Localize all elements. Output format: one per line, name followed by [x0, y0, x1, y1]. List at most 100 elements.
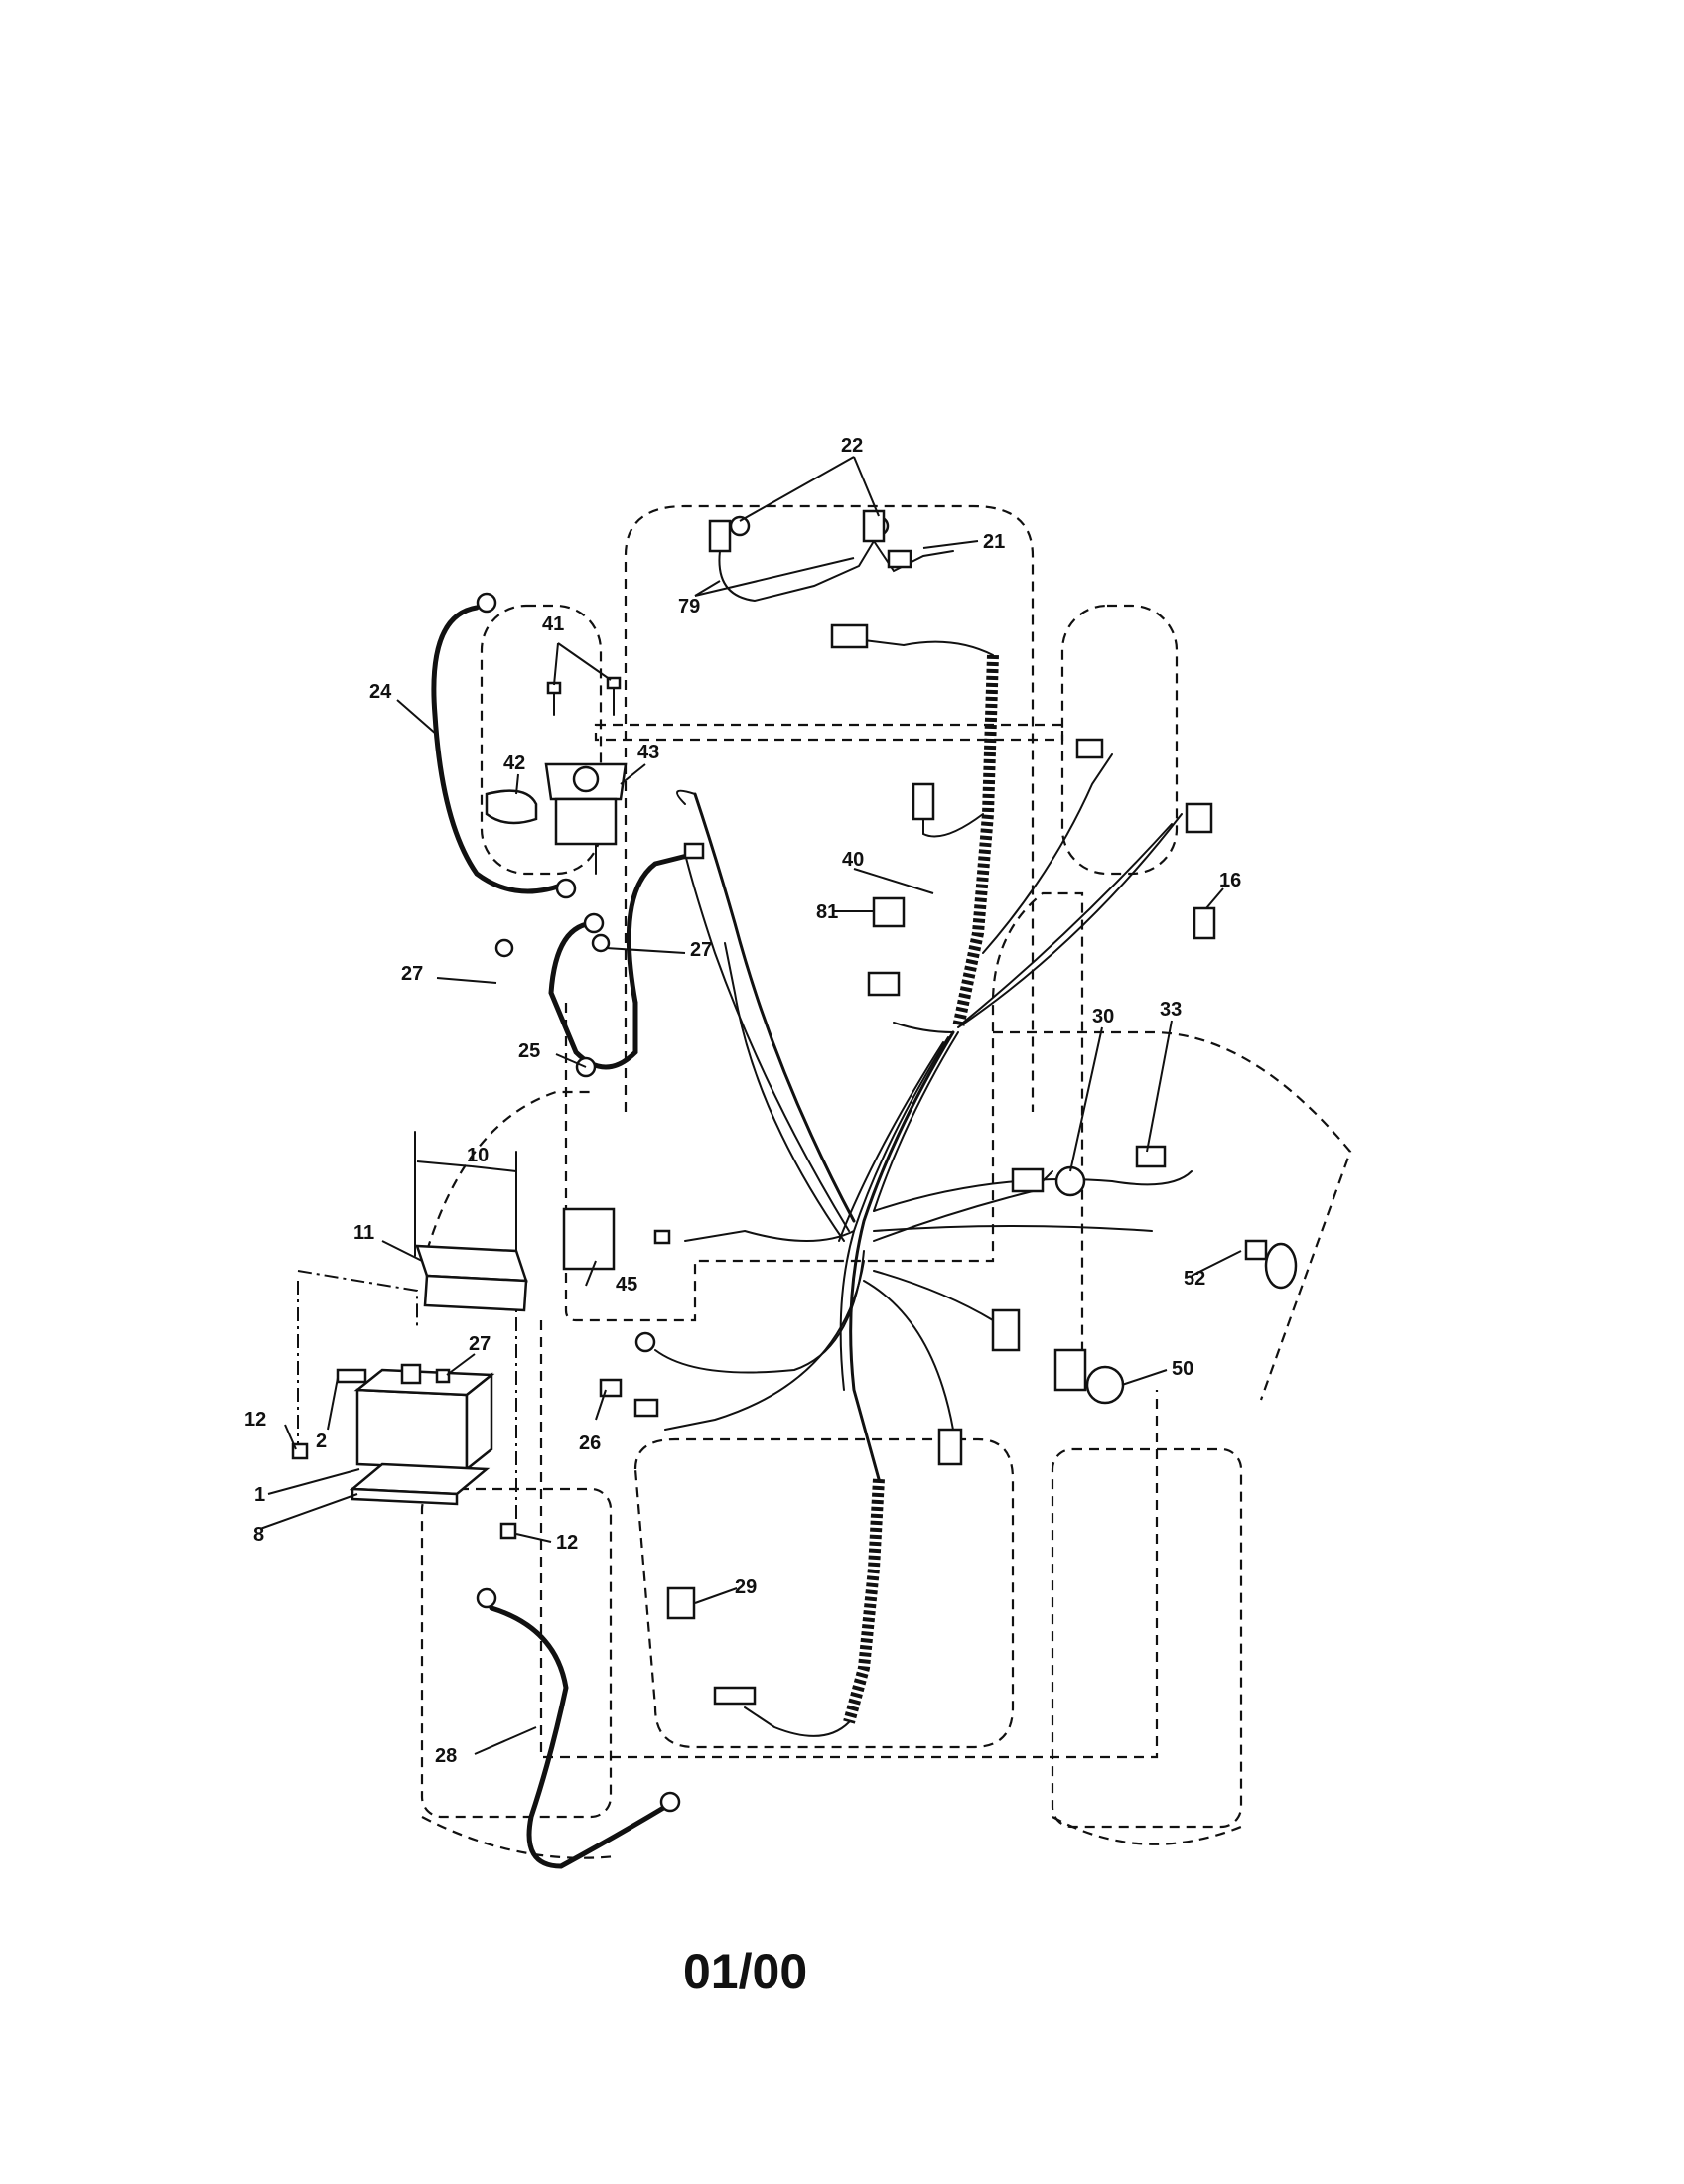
- front-left-wheel-outline: [480, 604, 603, 876]
- leader-16: [1205, 887, 1224, 909]
- connector-plug-right: [991, 1308, 1021, 1352]
- battery-side: [465, 1372, 493, 1472]
- callout-24: 24: [369, 681, 392, 703]
- cable-28: [489, 1605, 668, 1869]
- callout-28: 28: [435, 1745, 457, 1767]
- seat-switch-29: [666, 1586, 696, 1620]
- cable-28-ring-top: [476, 1587, 497, 1609]
- harness-branch-top: [863, 639, 994, 656]
- harness-branch-26: [664, 1260, 865, 1431]
- harness-terminal-45: [653, 1229, 671, 1245]
- callout-8: 8: [253, 1524, 264, 1546]
- cable-25-ring-top: [583, 912, 605, 934]
- knob-50: [1085, 1365, 1125, 1405]
- leader-22-left: [739, 456, 855, 522]
- harness-branch-left: [922, 783, 984, 838]
- leader-10-left: [416, 1160, 473, 1167]
- callout-81: 81: [816, 901, 838, 923]
- leader-10-right: [471, 1165, 517, 1172]
- headlight-socket-right: [862, 509, 886, 543]
- seat-deck-outline: [633, 1437, 1015, 1749]
- rear-right-wheel-outline: [1051, 1447, 1243, 1829]
- cable-25: [548, 920, 638, 1070]
- components: [562, 738, 1298, 1706]
- leader-41-left: [553, 642, 559, 686]
- harness-branch-connector-lower: [863, 1280, 954, 1431]
- callout-25: 25: [518, 1040, 540, 1062]
- harness-strand: [839, 1036, 949, 1391]
- callout-45: 45: [616, 1274, 637, 1296]
- callout-41: 41: [542, 614, 564, 635]
- harness-coil-lower: [843, 1478, 885, 1724]
- relay-81: [872, 896, 906, 928]
- leader-30: [1069, 1026, 1103, 1172]
- harness-strand: [873, 1031, 959, 1212]
- cable-24-ring: [476, 592, 497, 614]
- headlight-connector: [887, 549, 912, 569]
- harness-trunk: [849, 1030, 955, 1481]
- callout-11: 11: [353, 1222, 374, 1244]
- cable-28-ring-bottom: [659, 1791, 681, 1813]
- ignition-switch-30: [1054, 1165, 1086, 1197]
- callout-22: 22: [841, 435, 863, 457]
- leader-25: [555, 1053, 587, 1068]
- bulb-52: [1264, 1242, 1298, 1290]
- callout-1: 1: [254, 1484, 265, 1506]
- harness-terminal: [683, 842, 705, 860]
- cables: [431, 592, 698, 1869]
- leader-2: [327, 1377, 339, 1431]
- solenoid-bolt-head-right: [606, 676, 622, 690]
- leader-lines: [259, 456, 1242, 1755]
- callout-16: 16: [1219, 870, 1241, 891]
- harness-branch-right: [957, 813, 1183, 1028]
- leader-26: [595, 1389, 607, 1421]
- headlight-wire: [718, 540, 875, 603]
- leader-27-left: [436, 977, 497, 984]
- ignition-module-45: [562, 1207, 616, 1271]
- callout-30: 30: [1092, 1006, 1114, 1027]
- battery-assembly: [291, 933, 611, 1540]
- harness-branch-upper-left: [724, 942, 845, 1242]
- nut-27-left: [494, 938, 514, 958]
- cable-24: [431, 605, 569, 894]
- leader-24: [396, 699, 438, 736]
- harness-coil-upper: [952, 654, 999, 1029]
- headlight-harness-plug: [830, 623, 869, 649]
- connector-plug-lower: [937, 1428, 963, 1466]
- harness-branch-right: [982, 753, 1113, 954]
- hood-outline: [624, 504, 1035, 1112]
- leader-52: [1191, 1250, 1242, 1277]
- callout-12-left: 12: [244, 1409, 266, 1431]
- solenoid-body: [554, 797, 618, 846]
- date-code: 01/00: [683, 1944, 807, 1999]
- connector-52: [1244, 1239, 1268, 1261]
- callout-27-left: 27: [401, 963, 423, 985]
- solenoid-assembly: [485, 676, 628, 875]
- battery-mount-dashdot: [297, 1270, 517, 1519]
- cable-25-upper: [626, 851, 698, 1006]
- headlights: [708, 509, 954, 649]
- leader-11: [381, 1240, 423, 1262]
- switch-50: [1053, 1348, 1087, 1392]
- harness-connector-mid: [867, 971, 901, 997]
- terminal-26: [633, 1398, 659, 1418]
- callout-10: 10: [467, 1145, 489, 1166]
- callout-43: 43: [637, 742, 659, 763]
- seat-switch-connector: [713, 1686, 757, 1706]
- switch-16: [1193, 906, 1216, 940]
- leader-29: [694, 1587, 738, 1604]
- callout-2: 2: [316, 1431, 327, 1452]
- harness-connector-right: [1185, 802, 1213, 834]
- leader-12-right: [515, 1533, 552, 1543]
- harness-branch-connector: [873, 1270, 994, 1321]
- leader-28: [474, 1726, 537, 1755]
- harness-branch-52: [873, 1225, 1153, 1232]
- harness-branch-45: [684, 1229, 855, 1242]
- harness-branch-upper-left: [693, 792, 856, 1223]
- solenoid-terminal: [572, 765, 600, 793]
- battery-nut: [435, 1368, 451, 1384]
- harness-branch-ring: [654, 1250, 865, 1374]
- rear-frame-outline: [421, 1816, 1242, 1859]
- leader-33: [1146, 1020, 1173, 1153]
